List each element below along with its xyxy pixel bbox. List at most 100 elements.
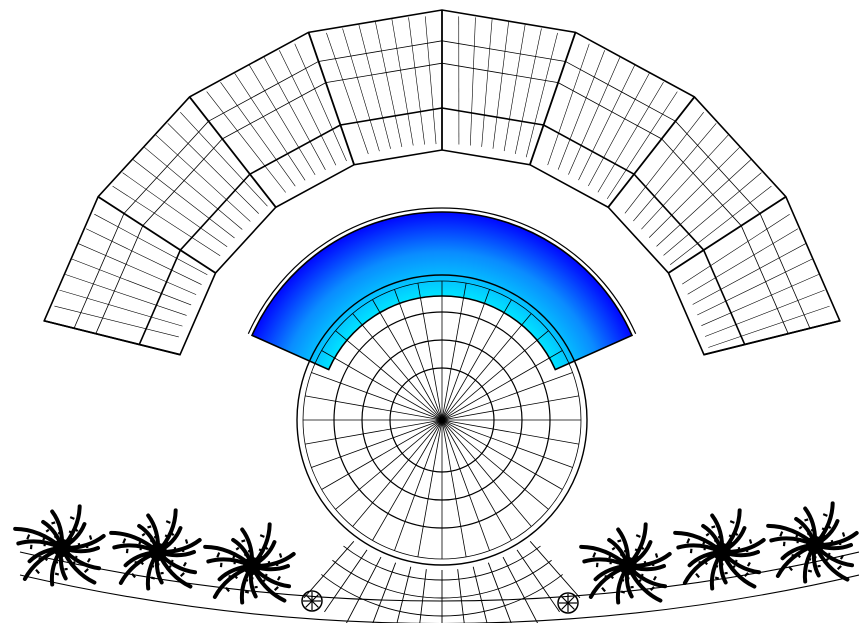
seating-step-line (663, 172, 762, 256)
seating-band-line (318, 40, 443, 62)
seating-step-line (547, 43, 590, 166)
palm-leaflet (689, 544, 707, 554)
seating-step-line (78, 243, 197, 295)
palm-leaflet (788, 552, 801, 572)
seating-band-line (740, 225, 789, 334)
seating-divider (607, 96, 696, 208)
seating-step-line (132, 159, 235, 239)
shrub-branch (311, 594, 319, 602)
seating-step-line (342, 28, 380, 152)
palm-leaflet (617, 539, 629, 553)
walkway-line (502, 556, 539, 623)
pool-edge (247, 207, 637, 335)
palm-trees (13, 501, 859, 614)
seating-step-line (279, 50, 337, 166)
palm-leaflet (695, 559, 708, 579)
seating-step-line (358, 24, 391, 149)
palm-leaflet (698, 553, 711, 565)
walkway-line (516, 549, 560, 613)
seating-step-line (692, 243, 806, 305)
pavilion-spoke (335, 330, 443, 421)
palm-leaflet (228, 567, 241, 579)
palm-leaflet (733, 559, 751, 567)
seating-step-line (167, 123, 259, 214)
walkway-line (529, 541, 581, 599)
palm-leaflet (730, 565, 749, 577)
pavilion-spoke (335, 419, 443, 510)
pavilion-spoke (441, 330, 549, 421)
shrub-branch (561, 602, 569, 610)
walkway-arc (332, 559, 552, 599)
seating-step-line (514, 28, 542, 154)
pavilion-spoke (321, 419, 443, 490)
walkway-line (303, 541, 355, 599)
palm-leaflet (73, 555, 91, 563)
palm-leaflet (611, 546, 625, 557)
seating-band-line (95, 225, 144, 334)
seating-step-line (588, 73, 650, 187)
promenade-edge-lower (19, 574, 859, 623)
palm-tree-icon (579, 522, 672, 605)
palm-leaflet (737, 539, 753, 553)
palm-leaflet (686, 538, 707, 545)
seating-step-line (557, 50, 605, 170)
palm-leaflet (169, 559, 187, 567)
palm-leaflet (166, 565, 185, 577)
pavilion-spoke (394, 419, 443, 551)
palm-leaflet (141, 532, 155, 543)
seating-step-line (470, 17, 476, 146)
pavilion-spoke (441, 419, 532, 527)
palm-crown (806, 536, 824, 554)
palm-leaflet (601, 573, 614, 593)
seating-step-line (408, 17, 425, 145)
walkway-line (396, 566, 412, 623)
shrub-icon (557, 592, 579, 614)
pavilion-spoke (417, 419, 443, 557)
palm-tree-icon (203, 522, 296, 605)
palm-leaflet (35, 555, 48, 575)
seating-step-line (669, 185, 772, 265)
seating-band-line (325, 62, 443, 84)
pavilion-spoke (311, 419, 443, 468)
palm-leaflet (643, 553, 659, 567)
seating-band-line (759, 213, 811, 329)
seating-step-line (648, 146, 741, 238)
palm-leaflet (131, 559, 144, 579)
seating-divider (529, 32, 577, 166)
seating-step-line (180, 112, 268, 207)
palm-leaflet (713, 564, 720, 580)
seating-step-line (568, 57, 621, 175)
seating-band-line (123, 120, 209, 214)
palm-leaflet (68, 516, 75, 535)
seating-step-line (633, 123, 717, 222)
palm-leaflet (260, 546, 269, 560)
seating-band-line (675, 120, 761, 214)
pavilion-spoke (311, 372, 443, 421)
seating-step-line (326, 32, 369, 155)
walkway-line (457, 569, 465, 623)
pavilion-spoke (394, 289, 443, 421)
seating-step-line (701, 274, 819, 326)
outer-seating-arc (43, 9, 841, 356)
seating-step-line (294, 43, 347, 162)
palm-leaflet (719, 563, 728, 575)
palm-leaflet (634, 534, 641, 553)
pavilion-spoke (441, 419, 467, 557)
palm-crown (243, 557, 261, 575)
palm-leaflet (639, 573, 657, 581)
palm-leaflet (267, 553, 283, 567)
seating-band-line (661, 138, 742, 226)
palm-leaflet (779, 531, 800, 538)
pavilion-spoke (441, 289, 490, 421)
seating-band-line (208, 61, 319, 122)
palm-leaflet (804, 518, 816, 532)
seating-step-line (606, 91, 678, 200)
shrub-outline (557, 592, 579, 614)
seating-divider (703, 319, 841, 356)
pavilion-spoke (441, 419, 579, 445)
shrub-branch (305, 594, 313, 602)
seating-band-line (557, 82, 662, 140)
seating-step-line (375, 21, 403, 147)
palm-tree-icon (109, 508, 202, 591)
pavilion-outer-ring (296, 274, 588, 566)
